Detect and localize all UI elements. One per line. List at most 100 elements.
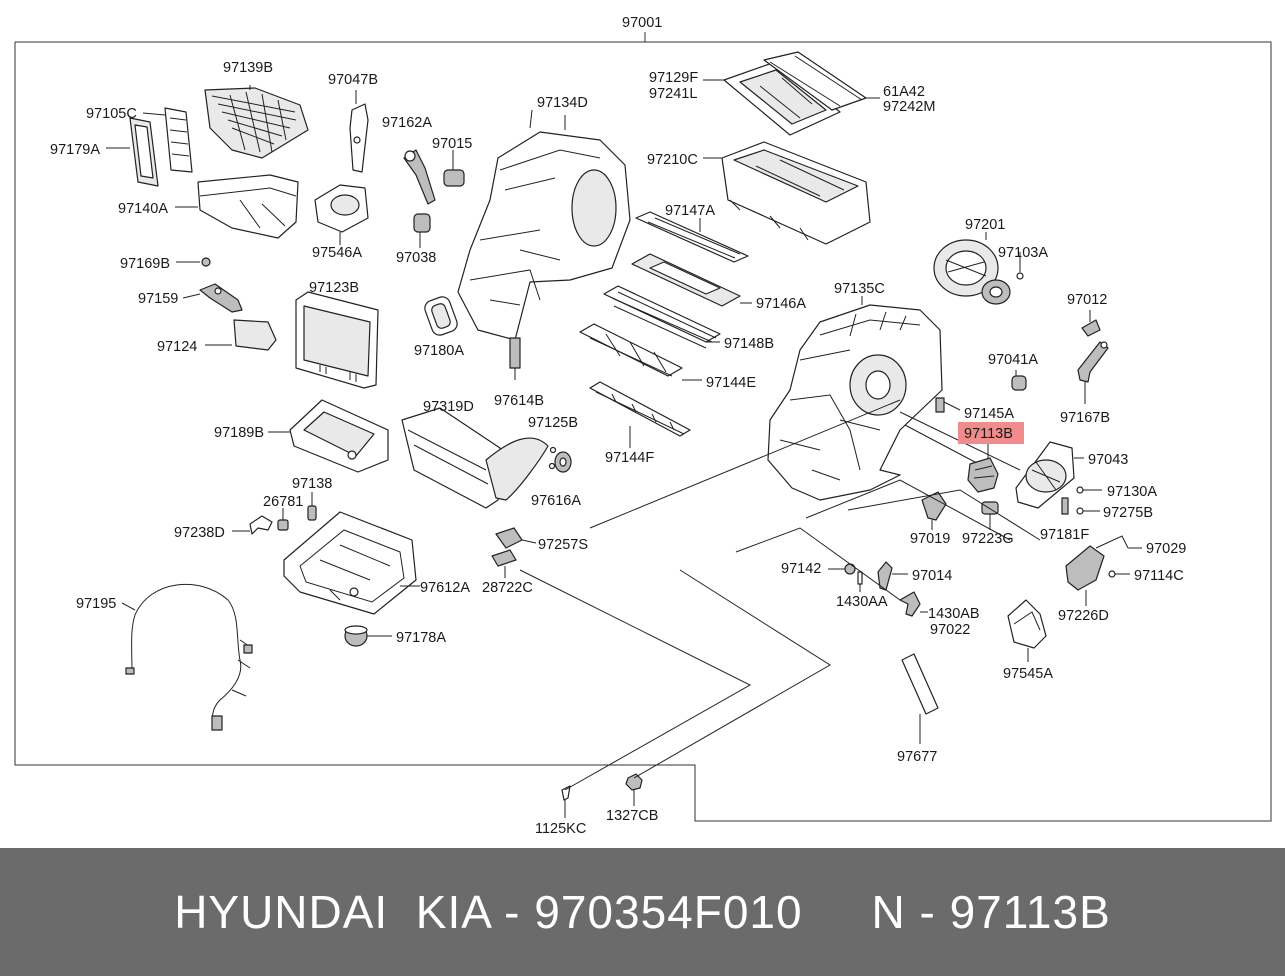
part-97134D [457, 109, 631, 380]
part-97159 [182, 283, 243, 313]
part-97012 [1081, 310, 1101, 337]
label-97146A: 97146A [756, 296, 806, 312]
part-97612A [283, 511, 420, 615]
part-97014 [877, 561, 908, 591]
label-97041A: 97041A [988, 352, 1038, 368]
part-97019 [921, 491, 947, 530]
part-number-banner: HYUNDAI KIA - 970354F010 N - 97113B [0, 848, 1285, 976]
label-97238D: 97238D [174, 525, 225, 541]
part-97178A [344, 625, 392, 647]
label-97144E: 97144E [706, 375, 756, 391]
part-97047B [349, 90, 369, 173]
leader-lines [519, 399, 1041, 791]
part-97210C [703, 141, 871, 245]
label-97142: 97142 [781, 561, 821, 577]
label-97148B: 97148B [724, 336, 774, 352]
label-97545A: 97545A [1003, 666, 1053, 682]
part-1430AA [857, 571, 863, 592]
part-97043 [1015, 441, 1084, 509]
part-97124 [205, 319, 277, 351]
part-97113B [967, 444, 999, 493]
label-1430AB: 1430AB [928, 606, 980, 622]
label-97612A: 97612A [420, 580, 470, 596]
part-97138 [307, 492, 317, 521]
part-97275B [1076, 507, 1100, 515]
callout-labels: 97001 97139B 97047B 97105C 97179A 97162A… [50, 15, 1186, 837]
part-97147A [635, 211, 749, 263]
part-97189B [268, 399, 389, 473]
part-97201 [933, 232, 1011, 305]
part-97015 [443, 150, 465, 187]
part-97319D [401, 407, 549, 509]
part-97180A [424, 296, 458, 336]
part-97226D [1065, 535, 1129, 606]
part-97130A [1076, 486, 1102, 494]
label-97014: 97014 [912, 568, 952, 584]
part-97162A [403, 149, 436, 205]
part-97144F [589, 381, 691, 448]
label-97275B: 97275B [1103, 505, 1153, 521]
parts-diagram: 97001 97139B 97047B 97105C 97179A 97162A… [14, 15, 1272, 837]
label-97180A: 97180A [414, 343, 464, 359]
label-97226D: 97226D [1058, 608, 1109, 624]
label-97189B: 97189B [214, 425, 264, 441]
part-1125KC [561, 785, 571, 818]
part-number-text: HYUNDAI KIA - 970354F010 N - 97113B [174, 886, 1111, 938]
label-97319D: 97319D [423, 399, 474, 415]
label-28722C: 28722C [482, 580, 533, 596]
label-97105C: 97105C [86, 106, 137, 122]
part-97041A [1011, 370, 1027, 391]
part-97167B [1077, 341, 1109, 404]
label-97134D: 97134D [537, 95, 588, 111]
label-26781: 26781 [263, 494, 303, 510]
label-97130A: 97130A [1107, 484, 1157, 500]
label-1125KC: 1125KC [535, 821, 586, 837]
label-61A42: 61A42 [883, 84, 925, 100]
part-61A42 [763, 51, 880, 111]
part-97181F [1061, 497, 1069, 515]
part-97105C [142, 107, 193, 173]
part-97195 [121, 583, 253, 731]
part-97022 [899, 591, 928, 617]
label-97614B: 97614B [494, 393, 544, 409]
part-97545A [1007, 599, 1047, 662]
part-97038 [413, 213, 431, 248]
part-97145A [935, 397, 945, 413]
label-97139B: 97139B [223, 60, 273, 76]
label-97201: 97201 [965, 217, 1005, 233]
label-97223G: 97223G [962, 531, 1014, 547]
label-97178A: 97178A [396, 630, 446, 646]
label-97012: 97012 [1067, 292, 1107, 308]
part-97238D [232, 515, 273, 535]
label-97135C: 97135C [834, 281, 885, 297]
label-97123B: 97123B [309, 280, 359, 296]
label-97145A: 97145A [964, 406, 1014, 422]
label-1430AA: 1430AA [836, 594, 888, 610]
label-97169B: 97169B [120, 256, 170, 272]
part-97129F [703, 61, 841, 136]
label-97043: 97043 [1088, 452, 1128, 468]
part-97125B [548, 446, 557, 470]
label-97242M: 97242M [883, 99, 935, 115]
part-97148B [603, 285, 721, 349]
label-97038: 97038 [396, 250, 436, 266]
label-97546A: 97546A [312, 245, 362, 261]
label-97210C: 97210C [647, 152, 698, 168]
part-97677 [901, 653, 939, 744]
label-97677: 97677 [897, 749, 937, 765]
highlight-box [958, 422, 1024, 444]
part-97142 [828, 563, 856, 575]
label-97047B: 97047B [328, 72, 378, 88]
label-97147A: 97147A [665, 203, 715, 219]
label-97019: 97019 [910, 531, 950, 547]
label-97103A: 97103A [998, 245, 1048, 261]
label-97616A: 97616A [531, 493, 581, 509]
part-97546A [314, 184, 369, 245]
label-97241L: 97241L [649, 86, 697, 102]
part-97140A [175, 174, 299, 239]
part-97135C [767, 296, 1021, 501]
label-97195: 97195 [76, 596, 116, 612]
part-97139B [204, 85, 309, 159]
label-1327CB: 1327CB [606, 808, 658, 824]
label-97167B: 97167B [1060, 410, 1110, 426]
